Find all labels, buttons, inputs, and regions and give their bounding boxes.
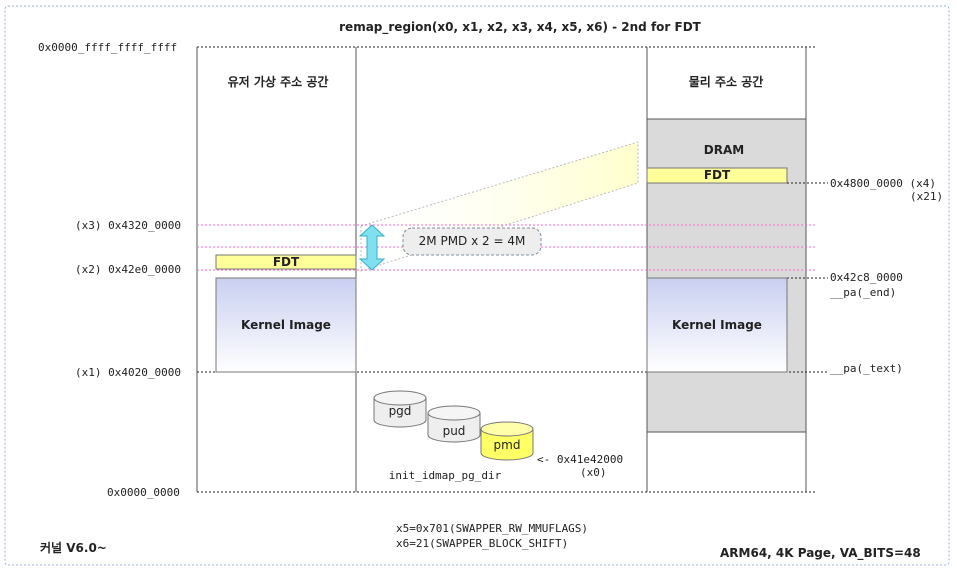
pmd-callout (402, 227, 542, 256)
outer-frame (4, 5, 950, 566)
address-x3: (x3) 0x4320_0000 (75, 219, 181, 232)
pmd-table: pmd (480, 421, 534, 461)
right-kernel-label: Kernel Image (672, 318, 762, 332)
params-line-1: x5=0x701(SWAPPER_RW_MMUFLAGS) (396, 522, 588, 535)
address-end: 0x42c8_0000 (830, 271, 903, 284)
pgd-table: pgd (373, 390, 427, 428)
address-end-symbol: __pa(_end) (830, 286, 896, 299)
user-va-space-heading: 유저 가상 주소 공간 (228, 74, 329, 89)
pmd-callout-text: 2M PMD x 2 = 4M (419, 234, 526, 248)
pud-table: pud (427, 405, 481, 443)
pgd-label: pgd (389, 404, 412, 418)
kernel-version: 커널 V6.0~ (40, 540, 107, 555)
right-kernel-image (646, 277, 788, 373)
physical-space-heading: 물리 주소 공간 (689, 74, 764, 89)
dram-label: DRAM (704, 143, 744, 157)
pmd-pointer: <- 0x41e42000 (537, 453, 623, 466)
address-x21: (x21) (910, 190, 943, 203)
left-fdt-block (215, 254, 357, 270)
pmd-label: pmd (494, 438, 521, 452)
dram-block (646, 118, 807, 433)
address-bottom: 0x0000_0000 (107, 486, 180, 499)
address-top: 0x0000_ffff_ffff_ffff (38, 41, 177, 54)
address-text-symbol: __pa(_text) (830, 362, 903, 375)
left-kernel-image (215, 277, 357, 373)
left-fdt-label: FDT (273, 255, 300, 269)
right-fdt-label: FDT (704, 168, 731, 182)
arch-info: ARM64, 4K Page, VA_BITS=48 (720, 546, 921, 561)
init-idmap-label: init_idmap_pg_dir (389, 469, 502, 482)
address-x4: 0x4800_0000 (x4) (830, 177, 936, 190)
left-kernel-label: Kernel Image (241, 318, 331, 332)
pud-label: pud (443, 424, 466, 438)
address-x2: (x2) 0x42e0_0000 (75, 263, 181, 276)
params-line-2: x6=21(SWAPPER_BLOCK_SHIFT) (396, 537, 568, 550)
pmd-pointer-reg: (x0) (580, 466, 607, 479)
pmd-size-arrow (358, 224, 386, 271)
address-x1: (x1) 0x4020_0000 (75, 366, 181, 379)
diagram-title: remap_region(x0, x1, x2, x3, x4, x5, x6)… (339, 20, 702, 35)
right-fdt-block (646, 167, 788, 184)
